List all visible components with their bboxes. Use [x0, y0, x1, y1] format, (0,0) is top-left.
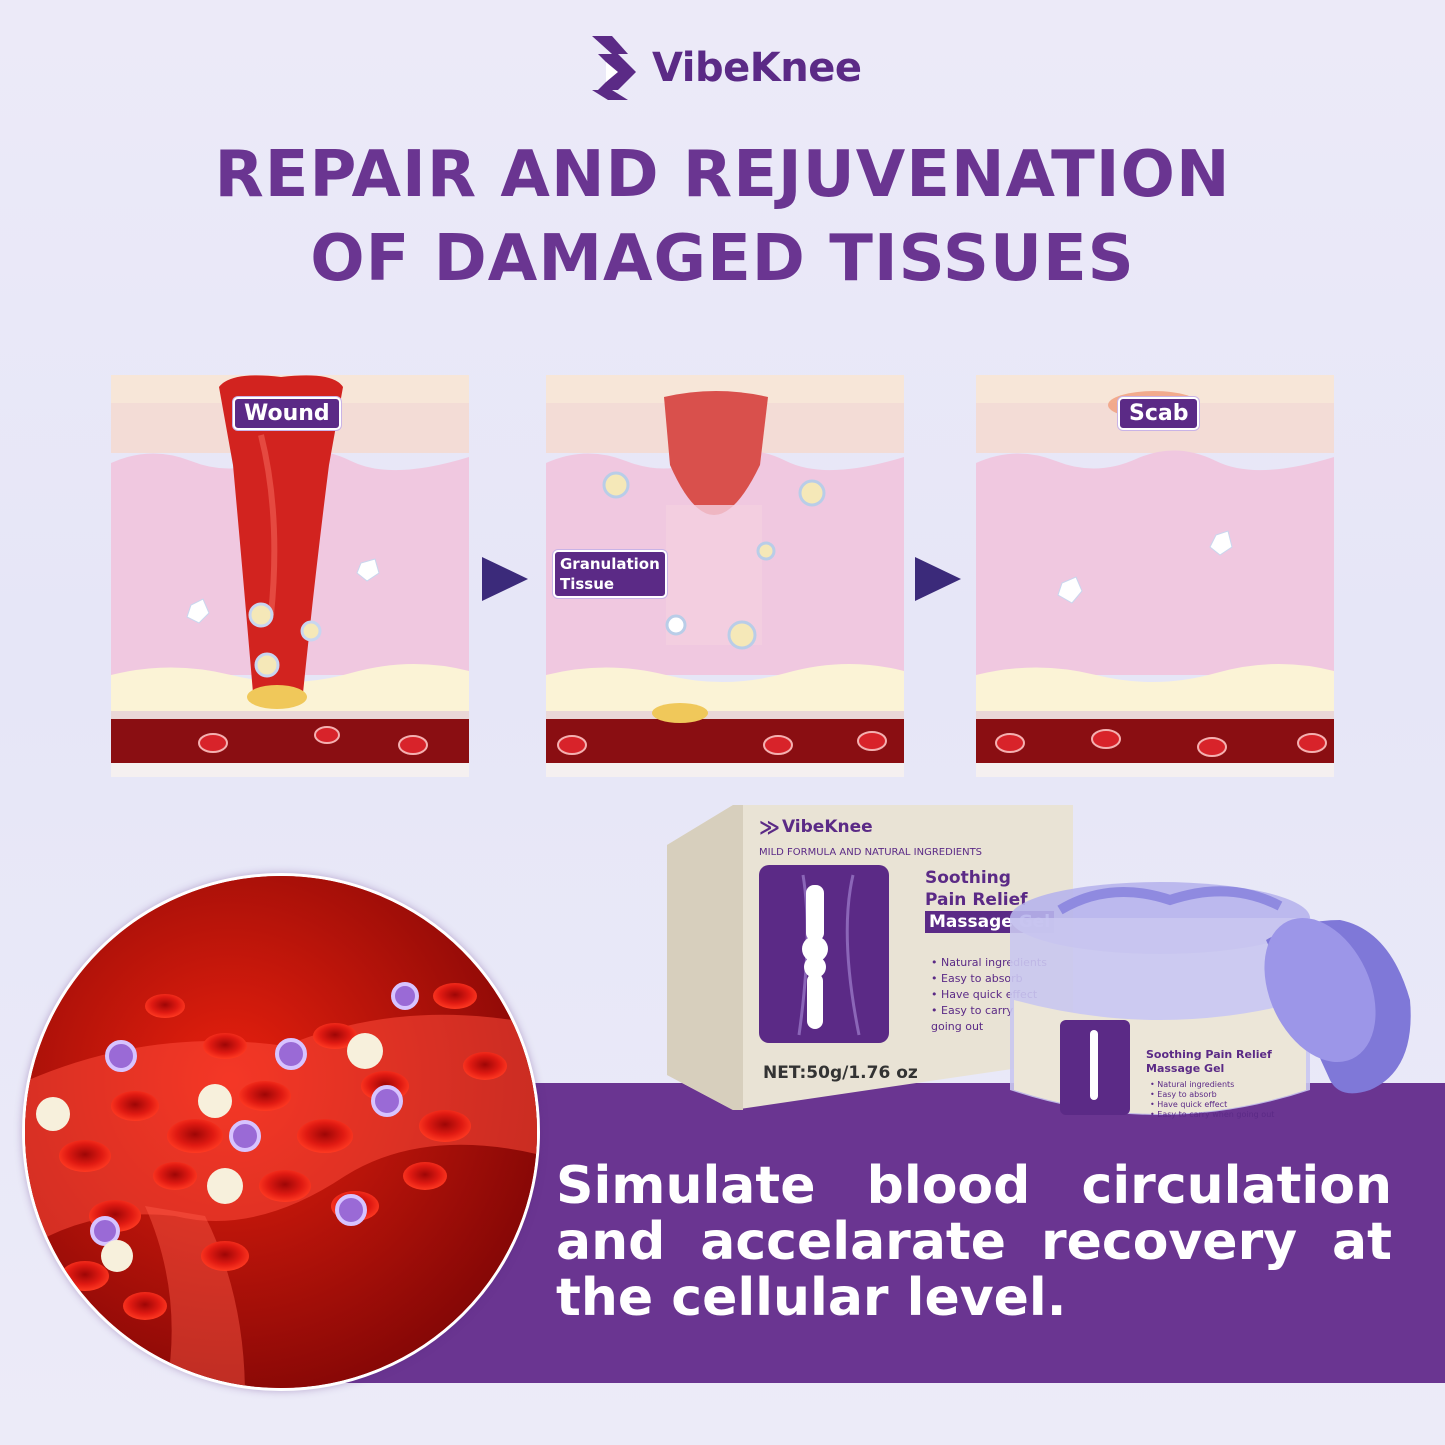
box-title-line-1: Soothing: [925, 868, 1011, 888]
jar-title-line-1: Soothing Pain Relief: [1146, 1048, 1272, 1061]
jar-feature-list: • Natural ingredients • Easy to absorb •…: [1150, 1080, 1274, 1120]
box-net-weight: NET:50g/1.76 oz: [763, 1063, 918, 1083]
box-feature-list: • Natural ingredients • Easy to absorb •…: [931, 955, 1073, 1035]
headline-line-2: OF DAMAGED TISSUES: [310, 222, 1135, 296]
jar-graphic: [1010, 882, 1411, 1115]
skin-cross-section-wound: [111, 375, 469, 777]
box-feature-item: • Easy to absorb: [931, 972, 1023, 985]
product-jar: Soothing Pain Relief Massage Gel • Natur…: [1000, 880, 1420, 1140]
box-brand: ≫ VibeKnee: [759, 815, 873, 839]
granulation-label-line-1: Granulation: [560, 555, 660, 573]
stage-panel-wound: Wound: [111, 375, 469, 777]
box-brand-name: VibeKnee: [781, 817, 873, 837]
granulation-label-line-2: Tissue: [560, 575, 615, 593]
jar-feature-item: • Natural ingredients: [1150, 1080, 1235, 1089]
stage-panel-scab: Scab: [976, 375, 1334, 777]
skin-cross-section-granulation: [546, 375, 904, 777]
product-box: ≫ VibeKnee MILD FORMULA AND NATURAL INGR…: [663, 805, 1073, 1110]
jar-feature-item: • Have quick effect: [1150, 1100, 1228, 1109]
blood-vessel-graphic: [25, 876, 537, 1388]
stage-arrow-right-icon: [915, 557, 961, 601]
jar-feature-item: • Easy to absorb: [1150, 1090, 1217, 1099]
headline-line-1: REPAIR AND REJUVENATION: [214, 138, 1231, 212]
scab-label: Scab: [1118, 397, 1200, 430]
tagline-text: Simulate blood circulation and accelarat…: [556, 1156, 1392, 1328]
jar-title: Soothing Pain Relief Massage Gel: [1146, 1048, 1272, 1076]
blood-cells-illustration: [22, 873, 540, 1391]
stage-arrow-right-icon: [482, 557, 528, 601]
granulation-tissue-label: Granulation Tissue: [553, 550, 667, 598]
box-logo-icon: ≫: [759, 815, 780, 839]
box-arc-text: MILD FORMULA AND NATURAL INGREDIENTS: [759, 847, 983, 858]
jar-feature-item: • Easy to carry when going out: [1150, 1110, 1275, 1119]
stage-panel-granulation: Granulation Tissue: [546, 375, 904, 777]
logo-chevron-icon: [592, 36, 636, 100]
brand-logo: VibeKnee: [588, 28, 862, 108]
product-box-shape: [667, 805, 1073, 1110]
wound-label: Wound: [233, 397, 341, 430]
box-title-line-2: Pain Relief: [925, 890, 1028, 910]
skin-cross-section-scab: [976, 375, 1334, 777]
brand-name: VibeKnee: [652, 45, 862, 91]
jar-title-line-2: Massage Gel: [1146, 1062, 1225, 1075]
